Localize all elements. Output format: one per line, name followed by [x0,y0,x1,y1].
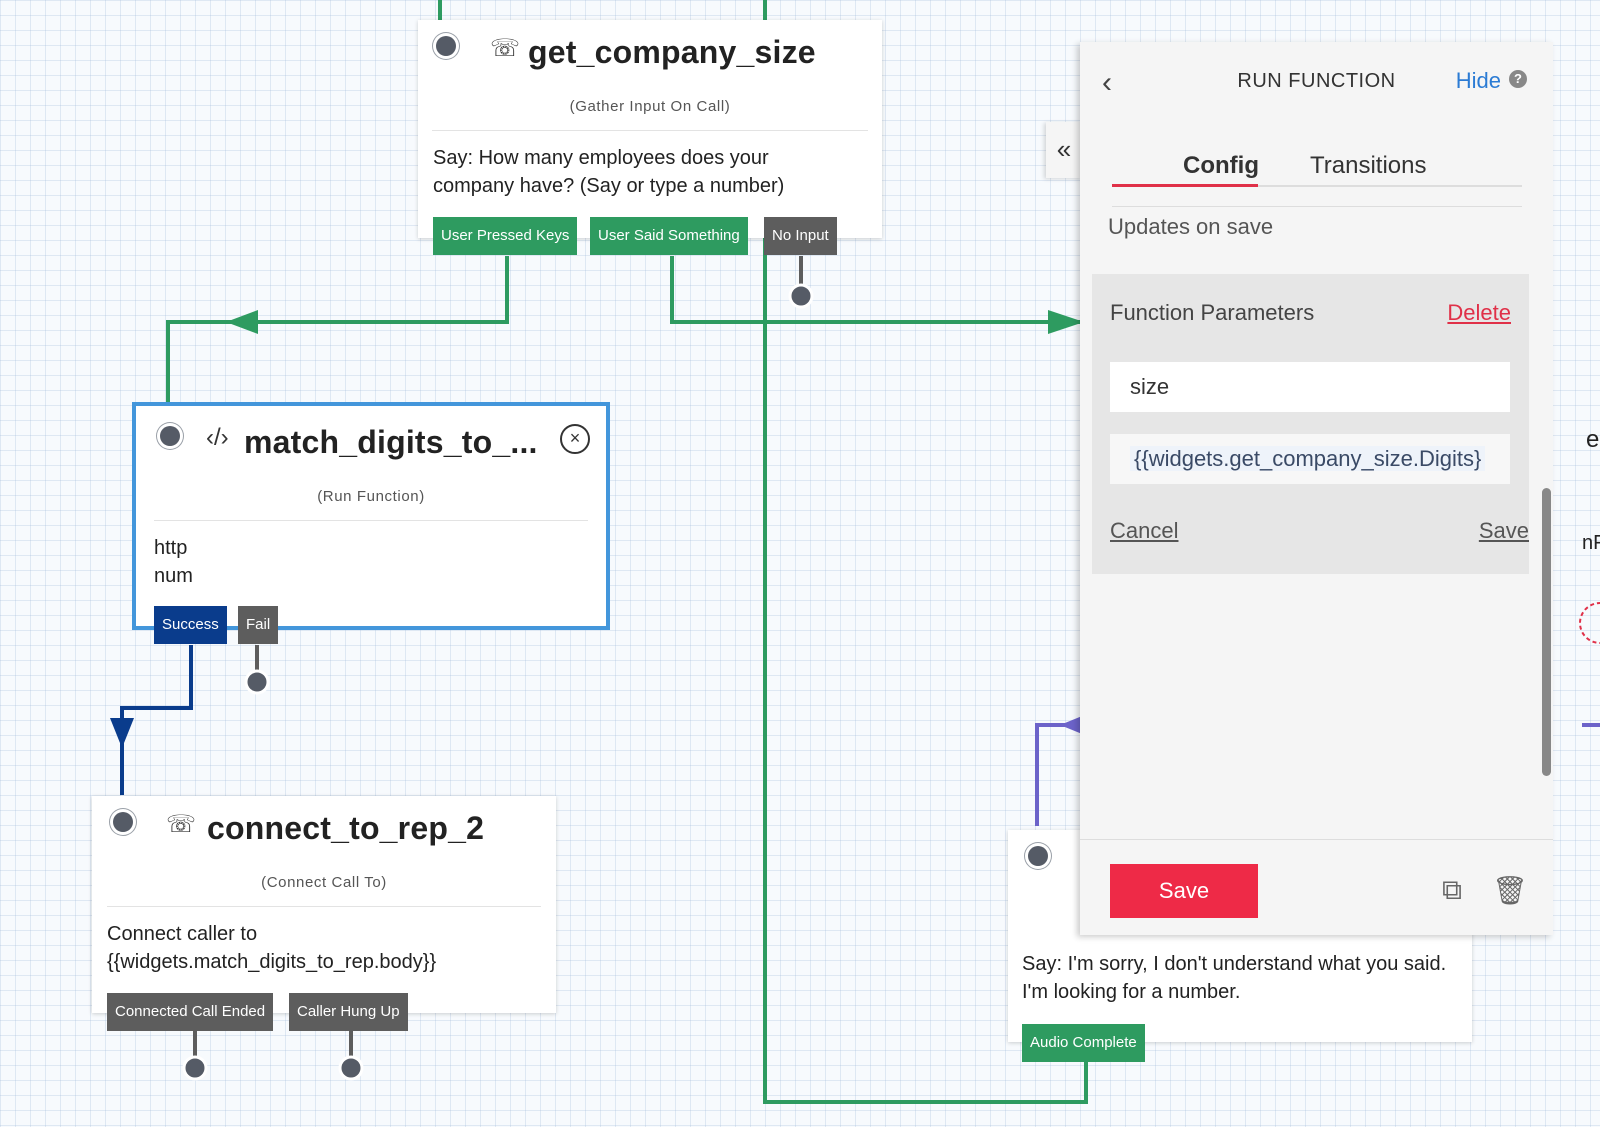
widget-title: get_company_size [528,34,816,70]
widget-divider [154,520,588,521]
wire-user-pressed-keys [166,256,509,408]
tab-config[interactable]: Config [1183,152,1259,179]
wire-success [120,645,193,795]
help-icon[interactable]: ? [1509,70,1527,88]
parameter-value-text: {{widgets.get_company_size.Digits} [1130,446,1486,471]
widget-get-company-size[interactable]: ☏ get_company_size (Gather Input On Call… [418,20,882,238]
code-icon: ‹/› [206,424,229,451]
widget-input-port[interactable] [113,812,133,832]
port-caller-hung-up [338,1055,364,1081]
widget-subtitle: (Run Function) [317,488,425,505]
run-function-panel: ‹ RUN FUNCTION Hide ? Config Transitions… [1080,42,1553,935]
back-chevron-icon[interactable]: ‹ [1102,66,1112,99]
port-fail [244,669,270,695]
arrow-user-said-something [1048,310,1084,334]
transition-connected-call-ended[interactable]: Connected Call Ended [107,993,274,1031]
widget-subtitle: (Gather Input On Call) [569,98,731,115]
tab-transitions[interactable]: Transitions [1310,152,1427,179]
widget-connect-to-rep-2[interactable]: ☏ connect_to_rep_2 (Connect Call To) Con… [92,796,556,1013]
save-parameter-link[interactable]: Save [1478,518,1529,543]
panel-footer: Save ⧉ 🗑 [1080,839,1553,935]
delete-parameter-link[interactable]: Delete [1447,300,1511,325]
function-parameters-label: Function Parameters [1110,300,1315,325]
widget-divider [432,130,868,131]
tab-divider [1258,185,1522,187]
transition-user-pressed-keys[interactable]: User Pressed Keys [433,217,578,255]
port-connected-call-ended [182,1055,208,1081]
wire-top-main [763,0,1088,1104]
parameter-value-field[interactable]: {{widgets.get_company_size.Digits} [1110,434,1510,484]
widget-body-line-2: {{widgets.match_digits_to_rep.body}} [107,951,437,973]
offscreen-widget-fragment: e [1586,426,1600,453]
widget-input-port[interactable] [160,426,180,446]
widget-divider [107,906,541,907]
panel-title: RUN FUNCTION [1237,70,1396,92]
arrow-success [110,718,134,748]
port-no-input [788,283,814,309]
save-button[interactable]: Save [1110,864,1258,918]
panel-body: Config Transitions Updates on save Funct… [1080,122,1553,840]
close-icon[interactable]: × [560,424,590,454]
duplicate-icon[interactable]: ⧉ [1442,874,1462,905]
parameter-key-field[interactable]: size [1110,362,1510,412]
widget-input-port[interactable] [1028,846,1048,866]
transition-no-input[interactable]: No Input [764,217,837,255]
widget-match-digits-to-rep[interactable]: ‹/› match_digits_to_... × (Run Function)… [132,402,610,630]
offscreen-port-fragment [1579,602,1600,644]
cancel-parameter-link[interactable]: Cancel [1110,518,1179,543]
transition-fail[interactable]: Fail [238,606,279,644]
arrow-user-pressed-keys [226,310,258,334]
transition-caller-hung-up[interactable]: Caller Hung Up [289,993,408,1031]
active-tab-indicator [1112,184,1258,187]
panel-header: ‹ RUN FUNCTION Hide ? [1080,42,1553,122]
trash-icon[interactable]: 🗑 [1492,875,1528,906]
transition-success[interactable]: Success [154,606,227,644]
widget-body-line-2: num [154,565,193,587]
widget-body-line-1: http [154,537,188,559]
widget-title: connect_to_rep_2 [207,810,485,846]
widget-input-port[interactable] [436,36,456,56]
widget-body: Say: How many employees does your compan… [433,147,785,197]
transition-audio-complete[interactable]: Audio Complete [1022,1024,1145,1062]
hide-panel-link[interactable]: Hide [1455,68,1501,93]
widget-subtitle: (Connect Call To) [261,874,387,891]
phone-icon: ☏ [490,35,521,62]
widget-title: match_digits_to_... [244,424,538,460]
widget-body-line-1: Connect caller to [107,923,258,945]
updates-note: Updates on save [1108,214,1274,239]
widget-body: Say: I'm sorry, I don't understand what … [1022,953,1447,1003]
phone-icon: ☏ [166,811,197,838]
collapse-panel-button[interactable]: « [1046,122,1082,178]
transition-user-said-something[interactable]: User Said Something [590,217,748,255]
parameter-key-value: size [1130,374,1170,399]
wire-user-said-something [670,256,1100,324]
section-divider [1112,206,1522,207]
function-parameters-box: Function Parameters Delete size {{widget… [1092,274,1529,574]
panel-scrollbar[interactable] [1542,488,1551,776]
offscreen-widget-fragment: nF [1582,532,1600,554]
